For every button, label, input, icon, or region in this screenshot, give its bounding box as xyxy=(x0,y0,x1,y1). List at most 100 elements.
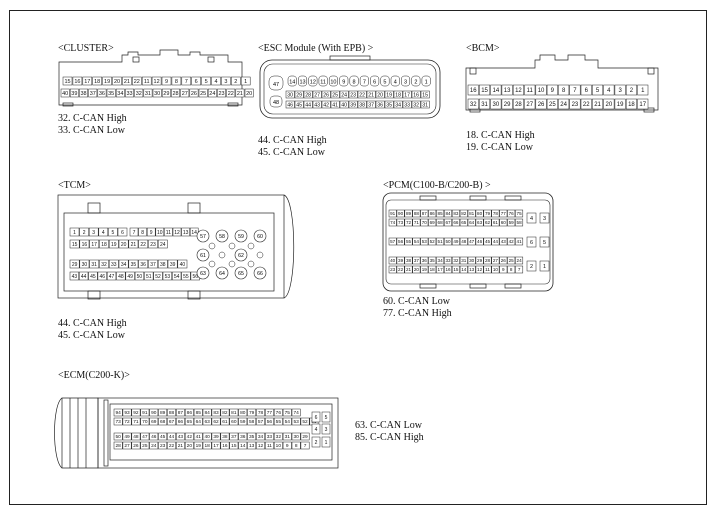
pcm-pin-label: 73 xyxy=(398,220,404,225)
esc-pin: 44 xyxy=(303,100,313,108)
tcm-pin-cell xyxy=(155,227,165,237)
pcm-pin-label: 63 xyxy=(477,220,483,225)
tcm-pin-label: 4 xyxy=(102,230,105,236)
cluster-pin-label: 37 xyxy=(90,91,96,97)
pcm-pin-label: 14 xyxy=(461,267,467,272)
bcm-pin: 8 xyxy=(558,84,570,96)
tcm-guide-hole xyxy=(256,251,264,259)
pcm-pin-cell xyxy=(459,218,468,227)
pcm-pin-cell xyxy=(483,218,492,227)
esc-pin-label: 26 xyxy=(323,92,329,98)
esc-inner-wall xyxy=(263,63,437,115)
tcm-pin-cell xyxy=(106,271,117,281)
pcm-pin-label: 34 xyxy=(438,258,444,263)
ecm-note: 63. C-CAN Low xyxy=(355,420,422,431)
cluster-pin-label: 33 xyxy=(126,91,132,97)
cluster-pin: 38 xyxy=(79,88,88,98)
pcm-pin-cell xyxy=(459,237,468,246)
ecm-side-pin-cell xyxy=(321,436,331,448)
cluster-pin: 21 xyxy=(235,88,245,98)
tcm-pin: 16 xyxy=(79,239,90,249)
ecm-pin-label: 14 xyxy=(240,443,246,449)
tcm-pin: 45 xyxy=(88,271,98,281)
ecm-pin-cell xyxy=(220,408,230,417)
pcm-pin: 16 xyxy=(444,265,452,274)
ecm-pin: 49 xyxy=(122,432,132,441)
esc-pin-cell xyxy=(366,100,376,109)
cluster-pin-cell xyxy=(122,76,132,86)
pcm-pin-cell xyxy=(444,265,452,274)
ecm-pin-cell xyxy=(193,408,203,417)
ecm-pin: 29 xyxy=(300,432,310,441)
ecm-pin: 40 xyxy=(202,432,212,441)
esc-pin-label: 29 xyxy=(296,92,302,98)
esc-pin: 43 xyxy=(312,100,322,108)
tcm-pin: 29 xyxy=(69,259,80,269)
ecm-pin-label: 89 xyxy=(160,410,166,416)
ecm-pin-cell xyxy=(202,408,212,417)
bcm-note: 19. C-CAN Low xyxy=(466,141,533,153)
ecm-pin-label: 68 xyxy=(160,419,166,425)
tcm-pin-label: 5 xyxy=(112,230,115,236)
cluster-pin-label: 12 xyxy=(154,79,160,85)
cluster-notes: 32. C-CAN High 33. C-CAN Low xyxy=(58,113,127,136)
tcm-round-pin-label: 64 xyxy=(219,271,225,277)
bcm-key xyxy=(647,67,655,75)
tcm-pin-label: 15 xyxy=(72,242,78,248)
pcm-pin-cell xyxy=(412,237,421,246)
bcm-title: <BCM> xyxy=(466,43,500,54)
bcm-pin-cell xyxy=(592,98,604,110)
pcm-pin-cell xyxy=(412,265,421,274)
pcm-pin-cell xyxy=(475,209,484,218)
pcm-pin-cell xyxy=(483,237,492,246)
pcm-pin-cell xyxy=(444,237,452,246)
ecm-side-pin: 3 xyxy=(321,423,331,435)
ecm-side-pin: 5 xyxy=(321,411,331,423)
ecm-pin-label: 80 xyxy=(240,410,246,416)
esc-pin-cell xyxy=(402,90,412,99)
esc-pin: 34 xyxy=(393,100,403,108)
pcm-pin-label: 61 xyxy=(493,220,499,225)
cluster-pin-cell xyxy=(181,76,192,86)
pcm-pin: 48 xyxy=(459,237,468,246)
pcm-pin-cell xyxy=(404,209,413,218)
pcm-pin-cell xyxy=(491,218,500,227)
pcm-pin-cell xyxy=(404,237,413,246)
pcm-pin-cell xyxy=(396,265,405,274)
pcm-pin-label: 75 xyxy=(517,211,523,216)
bcm-pin-label: 3 xyxy=(618,88,622,94)
tcm-guide-hole xyxy=(228,242,236,250)
pcm-side-pin: 3 xyxy=(539,212,550,224)
pcm-title: <PCM(C100-B/C200-B) > xyxy=(383,180,491,191)
ecm-pin-cell xyxy=(273,432,283,441)
pcm-pin: 53 xyxy=(420,237,429,246)
esc-pin-cell xyxy=(384,100,394,109)
esc-pin-label: 11 xyxy=(320,80,326,86)
ecm-side-pin: 2 xyxy=(311,436,321,448)
ecm-pin: 17 xyxy=(211,441,221,450)
bcm-pin: 4 xyxy=(603,84,615,96)
pcm-pin-cell xyxy=(491,209,500,218)
ecm-pin: 48 xyxy=(131,432,141,441)
esc-pin-label: 19 xyxy=(386,92,392,98)
bcm-pin-cell xyxy=(580,84,592,96)
pcm-pin-cell xyxy=(388,218,397,227)
pcm-pin-label: 47 xyxy=(469,239,475,244)
ecm-cable-end xyxy=(54,397,63,469)
esc-pin-label: 25 xyxy=(332,92,338,98)
cluster-pin-cell xyxy=(151,76,162,86)
cluster-pin: 20 xyxy=(112,76,122,86)
ecm-pin-cell xyxy=(193,417,203,426)
pcm-pin-cell xyxy=(451,256,460,265)
cluster-latch xyxy=(132,56,140,63)
cluster-pin-label: 21 xyxy=(237,91,243,97)
ecm-pin: 27 xyxy=(122,441,132,450)
ecm-pin-cell xyxy=(265,441,274,450)
tcm-round-pin-label: 62 xyxy=(238,253,244,259)
ecm-pin-label: 76 xyxy=(276,410,282,416)
cluster-pin-cell xyxy=(60,88,70,98)
ecm-pin-label: 37 xyxy=(231,434,237,440)
cluster-pin-label: 25 xyxy=(200,91,206,97)
bcm-pin-label: 2 xyxy=(630,88,634,94)
pcm-pin: 61 xyxy=(491,218,500,227)
